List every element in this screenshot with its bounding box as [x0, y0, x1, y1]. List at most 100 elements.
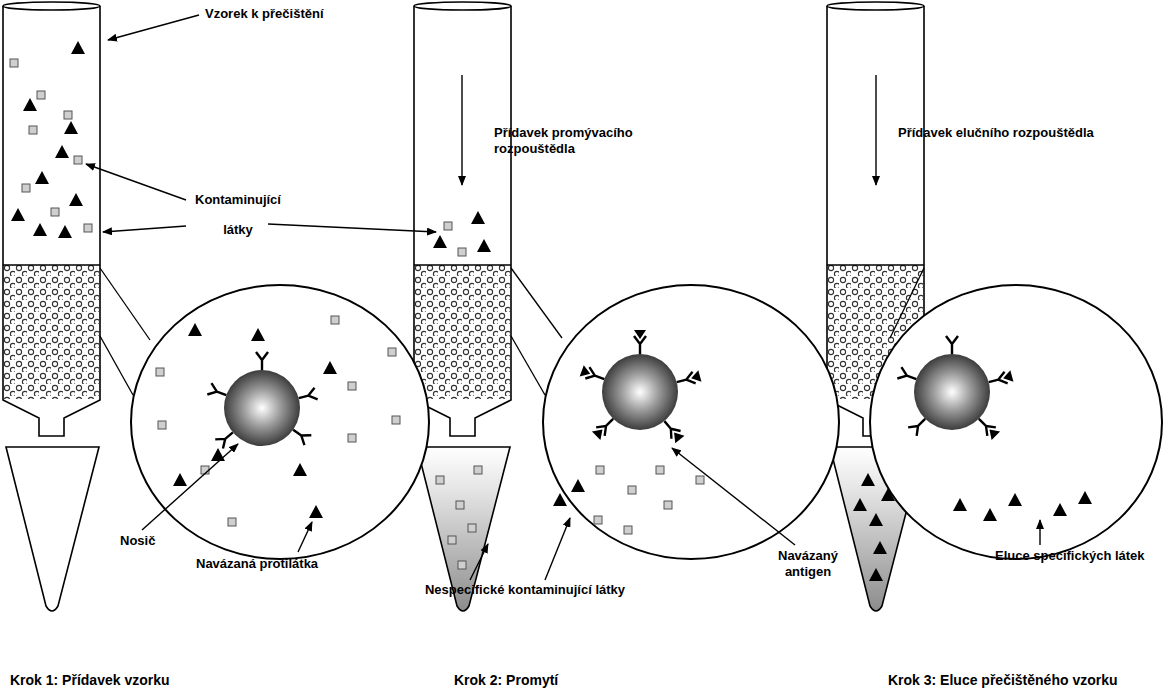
contaminant [664, 501, 672, 509]
contaminant [156, 368, 164, 376]
antibody [975, 415, 1000, 440]
analyte [58, 225, 72, 238]
leader-arrow [103, 226, 186, 232]
analyte [881, 488, 895, 501]
contaminant [624, 526, 632, 534]
analyte [1053, 503, 1067, 516]
contaminant [458, 248, 466, 256]
antibody [297, 388, 317, 404]
contaminant [392, 416, 400, 424]
contaminant [436, 476, 444, 484]
carrier-bead [602, 354, 678, 430]
contaminant-label: Kontaminující látky [186, 185, 290, 245]
zoom-line [100, 336, 133, 395]
analyte [211, 448, 225, 461]
contaminant [37, 91, 45, 99]
analyte [953, 498, 967, 511]
contaminant [22, 184, 30, 192]
contaminant [228, 518, 236, 526]
contaminant [388, 348, 396, 356]
contaminant [456, 501, 464, 509]
analyte [869, 568, 883, 581]
contaminant [458, 561, 466, 569]
analyte [64, 121, 78, 134]
antibody-label: Navázaná protilátka [196, 556, 318, 572]
column [414, 2, 511, 436]
carrier-bead [224, 370, 300, 446]
analyte [173, 473, 187, 486]
analyte [873, 541, 887, 554]
antibody [946, 336, 958, 354]
antibody [290, 425, 312, 445]
analyte [251, 328, 265, 341]
contaminant [628, 486, 636, 494]
antigen-label: Navázaný antigen [760, 548, 856, 580]
contaminant [474, 466, 482, 474]
analyte [188, 323, 202, 336]
antibody [660, 417, 685, 443]
leader-arrow [86, 15, 1040, 580]
analyte [309, 505, 323, 518]
antibody [215, 428, 237, 449]
analyte [55, 145, 69, 158]
antibody [592, 415, 617, 440]
analyte [471, 211, 485, 224]
contaminant [596, 466, 604, 474]
analyte [71, 41, 85, 54]
analyte [433, 235, 447, 248]
analyte [23, 98, 37, 111]
zoom-line [511, 268, 562, 338]
analyte [293, 463, 307, 476]
analyte [69, 193, 83, 206]
contaminant [29, 126, 37, 134]
sample-label: Vzorek k přečištění [205, 6, 324, 22]
contaminant [51, 208, 59, 216]
leader-arrow [875, 75, 876, 185]
analyte [477, 239, 491, 252]
antibody [580, 365, 607, 384]
analyte [553, 493, 567, 506]
analyte [1008, 493, 1022, 506]
wash-label: Přídavek promývacího rozpouštědla [494, 125, 694, 157]
analyte [983, 508, 997, 521]
contaminant [594, 516, 602, 524]
contaminant [348, 382, 356, 390]
zoom-circle [131, 285, 429, 559]
step-caption: Krok 3: Eluce přečištěného vzorku [888, 672, 1118, 688]
collection-tube [6, 447, 99, 611]
analyte [853, 498, 867, 511]
contaminant [348, 434, 356, 442]
contaminant [696, 476, 704, 484]
contaminant [656, 466, 664, 474]
carrier-bead [914, 354, 990, 430]
column [3, 2, 100, 436]
eluate-label: Eluce specifických látek [995, 548, 1145, 564]
zoom-line [100, 268, 150, 340]
nonspecific-label: Nespecifické kontaminující látky [405, 582, 645, 598]
contaminant [448, 536, 456, 544]
contaminant [158, 421, 166, 429]
zoom-circle [870, 285, 1162, 559]
step-caption: Krok 1: Přídavek vzorku [10, 672, 170, 688]
analyte [1078, 491, 1092, 504]
analyte [33, 223, 47, 236]
contaminant [64, 111, 72, 119]
step-caption: Krok 2: Promytí [454, 672, 558, 688]
zoom-circle [543, 285, 839, 559]
antibody [207, 330, 1013, 449]
leader-arrow [461, 75, 462, 185]
analyte [323, 361, 337, 374]
contaminant [10, 59, 18, 67]
carrier-bead [224, 354, 990, 446]
antibody [675, 370, 701, 388]
analyte [11, 41, 1092, 581]
analyte [11, 208, 25, 221]
elution-label: Přídavek elučního rozpouštědla [898, 125, 1098, 141]
analyte [861, 473, 875, 486]
antibody [897, 367, 918, 384]
analyte [35, 171, 49, 184]
leader-arrow [298, 522, 312, 552]
antibody [634, 330, 646, 354]
carrier-label: Nosič [120, 533, 155, 549]
